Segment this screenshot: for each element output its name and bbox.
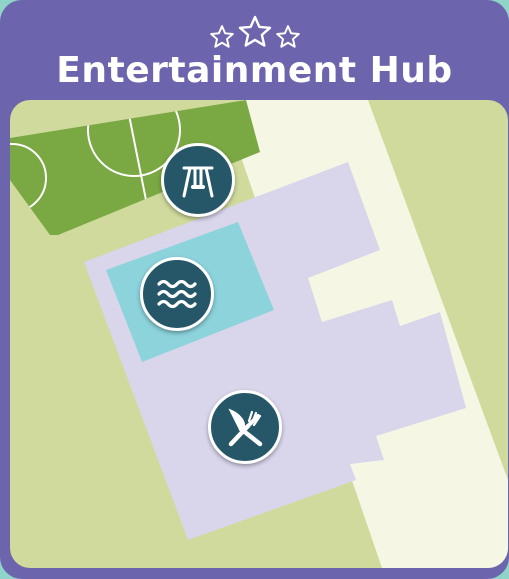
card-header: Entertainment Hub: [0, 0, 509, 100]
playground-marker[interactable]: [161, 143, 235, 217]
star-icon: [238, 15, 271, 47]
star-icon: [209, 25, 234, 48]
swing-icon: [182, 166, 214, 198]
knife-fork-icon: [228, 408, 263, 447]
page-title: Entertainment Hub: [56, 50, 453, 91]
star-icon: [275, 25, 300, 48]
map-area[interactable]: [10, 100, 508, 568]
dining-marker[interactable]: [208, 390, 282, 464]
swimming-marker[interactable]: [140, 257, 214, 331]
map-drawing: [10, 100, 508, 568]
rating-stars: [0, 10, 509, 50]
water-waves-icon: [157, 279, 197, 309]
